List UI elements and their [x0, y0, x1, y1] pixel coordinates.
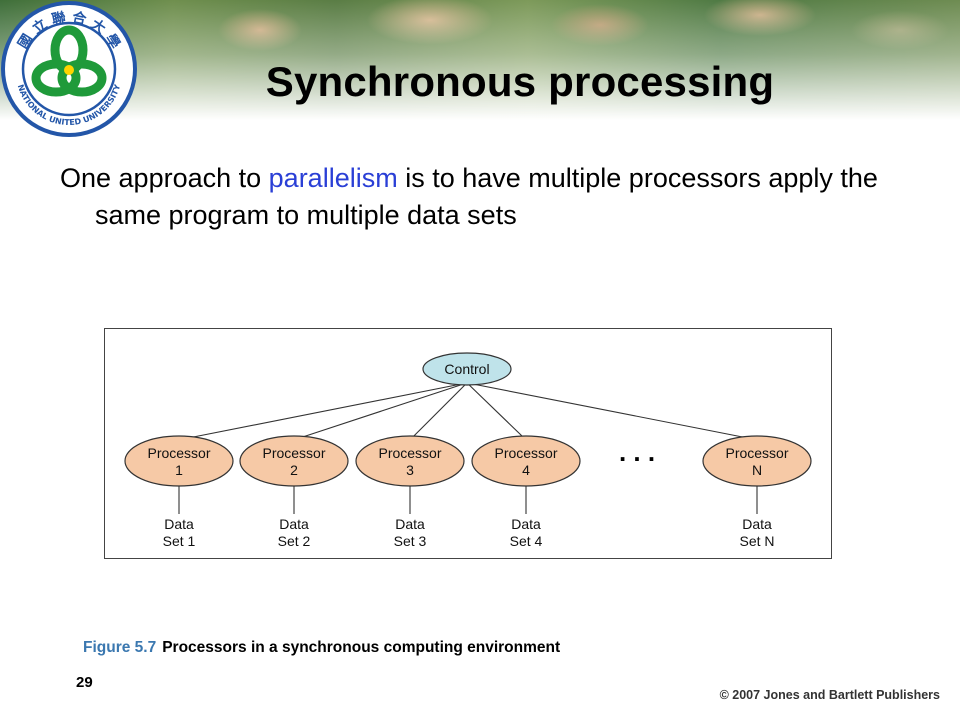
control-node: Control — [422, 352, 512, 386]
data-set-name: Set N — [739, 533, 774, 549]
figure-caption: Figure 5.7 Processors in a synchronous co… — [83, 639, 560, 657]
control-edge-1 — [193, 383, 462, 438]
control-label: Control — [444, 361, 489, 377]
header-banner-fade — [0, 0, 960, 120]
data-set-name: Set 3 — [394, 533, 427, 549]
processor-label: Processor — [378, 445, 441, 461]
highlight-term: parallelism — [268, 163, 398, 193]
copyright-notice: © 2007 Jones and Bartlett Publishers — [719, 688, 940, 702]
processor-number: 2 — [290, 462, 298, 478]
data-set-label: Data — [164, 516, 194, 532]
control-ellipse — [422, 352, 512, 386]
processor-label: Processor — [262, 445, 325, 461]
processor-ellipse — [702, 435, 812, 487]
processor-number: 1 — [175, 462, 183, 478]
processor-ellipse — [355, 435, 465, 487]
data-set-name: Set 1 — [163, 533, 196, 549]
figure-number: Figure 5.7 — [83, 639, 157, 656]
university-logo: 國 立 聯 合 大 學 NATIONAL UNITED UNIVERSITY — [1, 1, 137, 137]
data-set-label: Data — [511, 516, 541, 532]
control-edge-5 — [472, 383, 743, 438]
control-edge-3 — [412, 383, 467, 438]
data-set-name: Set 2 — [278, 533, 311, 549]
processor-label: Processor — [494, 445, 557, 461]
figure-caption-text: Processors in a synchronous computing en… — [162, 639, 561, 656]
processor-ellipsis: . . . — [619, 437, 655, 467]
page-number: 29 — [76, 674, 93, 691]
processor-label: Processor — [147, 445, 210, 461]
data-set-label: Data — [279, 516, 309, 532]
logo-emblem — [31, 25, 107, 97]
diagram-edges — [178, 383, 758, 514]
bullet-text-start: One approach to — [60, 163, 269, 193]
processor-number: 4 — [522, 462, 530, 478]
bullet-text: One approach to parallelism is to have m… — [60, 160, 920, 234]
processor-ellipse — [124, 435, 234, 487]
data-set-label: Data — [742, 516, 772, 532]
processor-ellipse — [239, 435, 349, 487]
slide-title: Synchronous processing — [265, 58, 775, 105]
processor-label: Processor — [725, 445, 788, 461]
data-set-name: Set 4 — [510, 533, 543, 549]
control-edge-4 — [467, 383, 524, 438]
bullet-text-end: is to have multiple processors apply the… — [95, 163, 878, 230]
control-edge-2 — [302, 383, 464, 438]
processor-ellipse — [471, 435, 581, 487]
processor-number: N — [752, 462, 762, 478]
data-set-label: Data — [395, 516, 425, 532]
processor-number: 3 — [406, 462, 414, 478]
